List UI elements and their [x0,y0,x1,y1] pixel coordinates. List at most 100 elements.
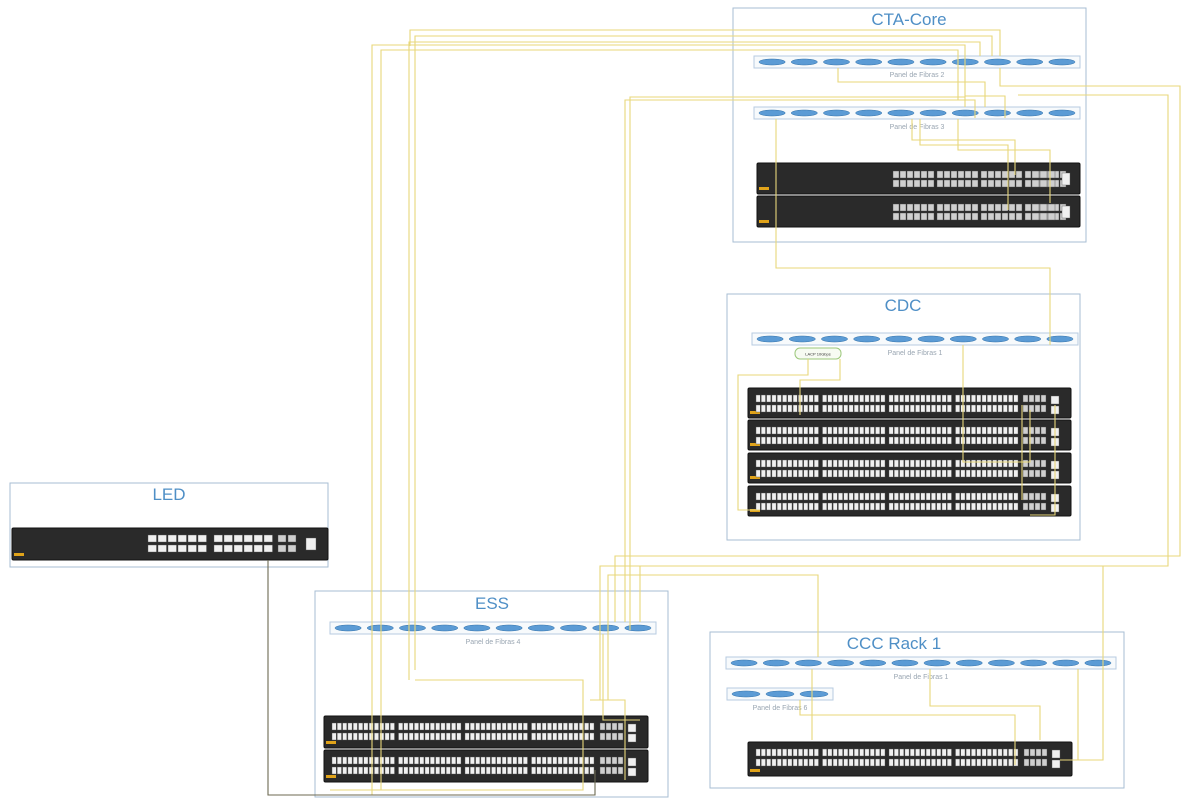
rj45-port [523,756,528,765]
sfp-port [1024,170,1032,179]
rj45-port [947,469,952,478]
rj45-port [915,459,920,468]
rj45-port [997,394,1003,403]
cable-ccc-internal-4 [929,669,1041,740]
rj45-port [501,722,507,731]
cable-ess-cta-inner-1 [408,41,981,680]
rj45-port [875,748,880,757]
rj45-port [253,544,263,553]
rj45-port [1008,436,1013,445]
rj45-port [976,426,982,435]
rj45-port [798,469,803,478]
rj45-port [342,756,348,765]
rj45-port [419,732,425,741]
rj45-port [965,748,971,757]
fiber-port [366,624,394,632]
rj45-port [435,732,441,741]
sfp-port [971,179,979,188]
rj45-port [408,722,414,731]
rj45-port [435,766,441,775]
rj45-port [987,492,992,501]
rj45-port [782,502,787,511]
rj45-port [981,426,987,435]
rj45-port [557,756,563,765]
rj45-port [894,502,899,511]
rj45-port [915,404,920,413]
fiber-panel-ccc-1 [725,656,1117,670]
rj45-port [435,722,441,731]
fiber-port [1016,109,1044,117]
rj45-port [568,766,573,775]
sfp-port [987,179,995,188]
rj45-port [1003,469,1008,478]
sfp-port [913,203,921,212]
fiber-port [758,109,786,117]
sfp-port [1029,758,1036,767]
rj45-port [888,426,894,435]
rj45-port [955,502,960,511]
rj45-port [920,748,926,757]
rj45-port [941,436,947,445]
cable-ess-cta-top [409,29,1001,56]
fiber-port [891,659,919,667]
uplink-port [1039,179,1048,188]
rj45-port [552,722,558,731]
rj45-port [787,404,793,413]
rj45-port [981,758,987,767]
rj45-port [755,394,761,403]
sfp-port [599,722,606,731]
rj45-port [965,469,971,478]
rj45-port [1013,748,1019,757]
switch-status-led [14,553,24,556]
rj45-port [848,436,854,445]
sfp-port [1008,212,1016,221]
rj45-port [803,404,809,413]
fiber-port [624,624,652,632]
sfp-port [936,212,944,221]
switch-status-led [750,769,760,772]
rj45-port [771,426,777,435]
rj45-port [1008,469,1013,478]
rj45-port [424,722,430,731]
mgmt-port [1051,759,1061,769]
rj45-port [992,469,997,478]
rj45-port [808,492,814,501]
rj45-port [981,436,987,445]
rj45-port [808,469,814,478]
fiber-port [923,659,951,667]
rj45-port [536,732,542,741]
sfp-port [1022,492,1029,501]
rj45-port [771,492,777,501]
rj45-port [822,748,827,757]
rj45-port [451,722,456,731]
sfp-port [277,534,287,543]
rj45-port [888,748,894,757]
rj45-port [915,502,920,511]
rj45-port [456,766,462,775]
rj45-port [904,394,910,403]
rj45-port [976,459,982,468]
rj45-port [915,758,920,767]
rj45-port [771,459,777,468]
sfp-port [994,203,1002,212]
uplink-port [1047,203,1056,212]
rj45-port [573,722,579,731]
rj45-port [1003,459,1008,468]
rj45-port [803,469,809,478]
rj45-port [167,534,177,543]
rj45-port [870,426,875,435]
rj45-port [832,492,838,501]
rj45-port [838,459,843,468]
rj45-port [755,426,761,435]
rj45-port [761,394,766,403]
rj45-port [223,534,233,543]
rj45-port [547,732,552,741]
uplink-port [1031,212,1040,221]
sfp-port [1040,502,1047,511]
fiber-panel-label-cta-3: Panel de Fibras 3 [890,124,945,131]
rj45-port [414,722,419,731]
fiber-port [984,58,1011,66]
rj45-port [870,492,875,501]
rj45-port [925,502,931,511]
uplink-port [1031,179,1040,188]
